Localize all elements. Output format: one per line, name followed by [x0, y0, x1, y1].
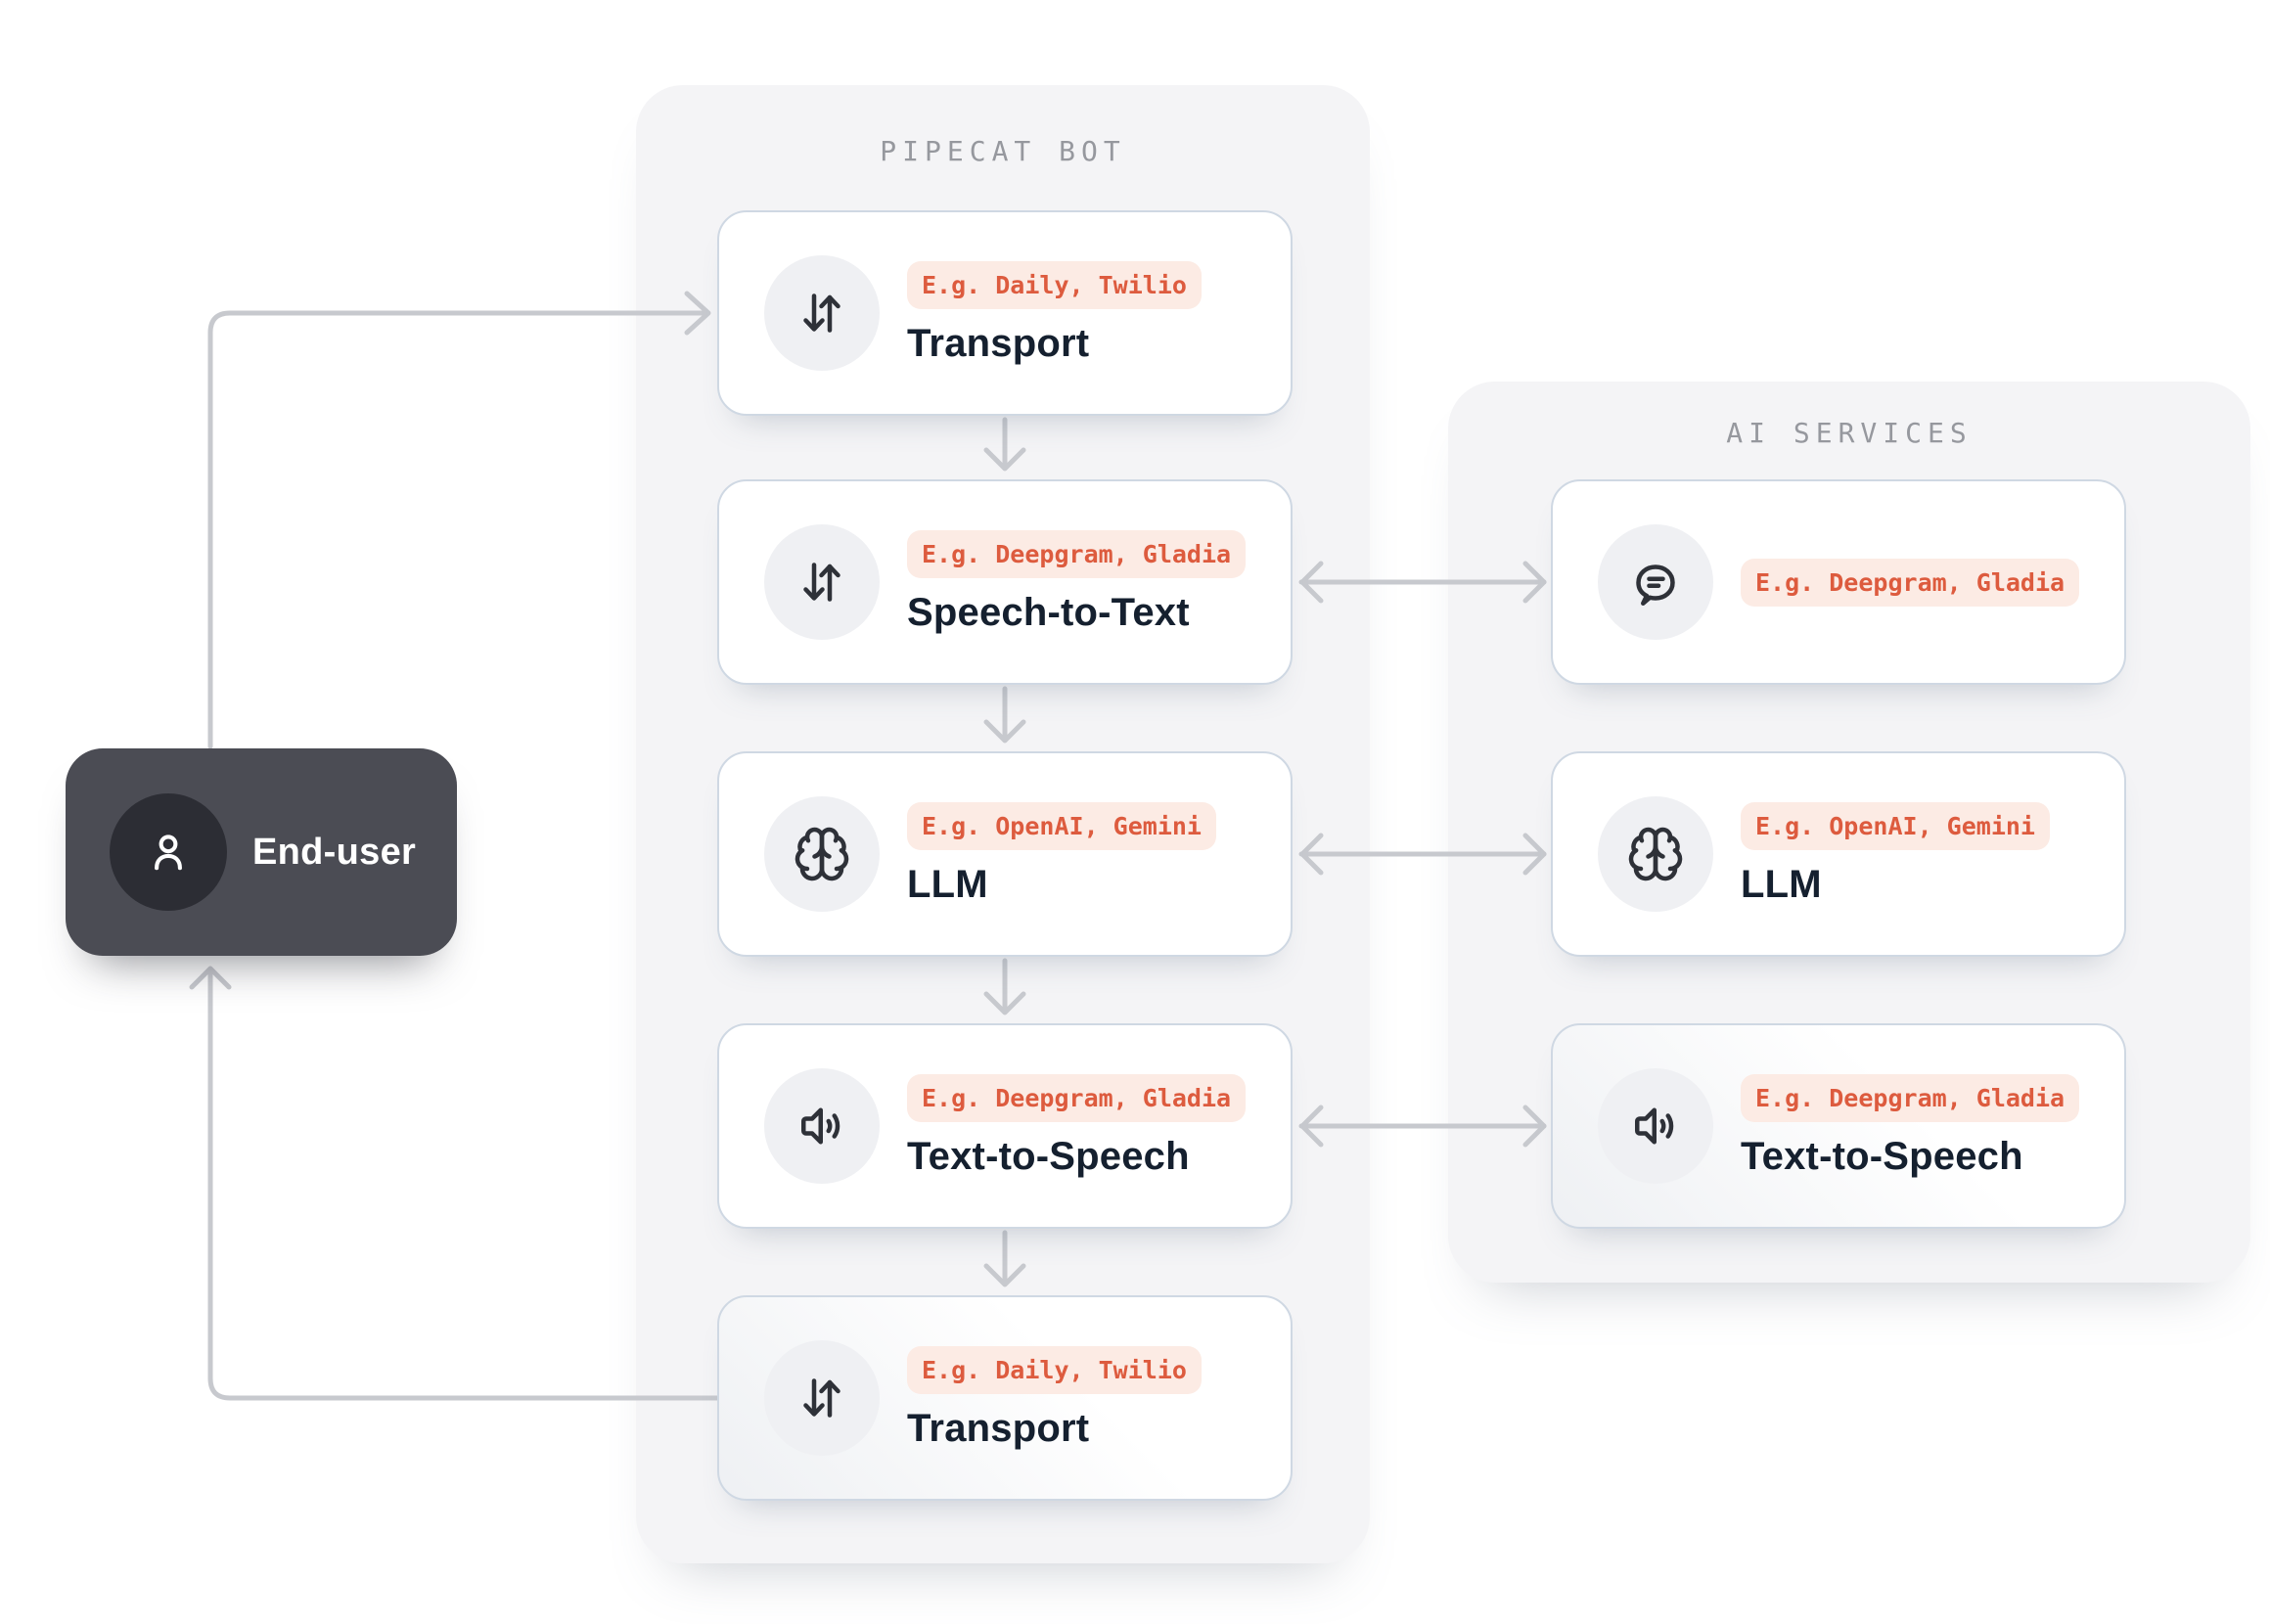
- ai-panel-title: AI SERVICES: [1726, 417, 1973, 449]
- card-title: LLM: [907, 862, 988, 906]
- card-title: Speech-to-Text: [907, 590, 1190, 634]
- brain-icon: [1598, 796, 1713, 912]
- speaker-icon: [764, 1068, 880, 1184]
- arrow-llm-to-service: [1298, 833, 1547, 876]
- end-user-label: End-user: [252, 831, 417, 873]
- arrow-enduser-to-transport: [207, 291, 711, 749]
- service-badge: E.g. OpenAI, Gemini: [1741, 801, 2050, 850]
- arrow-transport-to-enduser: [189, 966, 720, 1401]
- speaker-icon: [1598, 1068, 1713, 1184]
- card-speech-to-text: E.g. Deepgram, Gladia Speech-to-Text: [717, 479, 1293, 685]
- card-stt-service: E.g. Deepgram, Gladia: [1551, 479, 2126, 685]
- person-icon: [155, 835, 182, 871]
- service-badge: E.g. Deepgram, Gladia: [907, 1073, 1247, 1122]
- chat-bubble-icon: [1598, 524, 1713, 640]
- service-badge: E.g. Deepgram, Gladia: [907, 529, 1247, 578]
- arrow-tts-to-service: [1298, 1105, 1547, 1148]
- swap-vertical-icon: [764, 1340, 880, 1456]
- card-title: Text-to-Speech: [907, 1134, 1190, 1178]
- card-title: Transport: [907, 1406, 1090, 1450]
- service-badge: E.g. Daily, Twilio: [907, 1345, 1202, 1394]
- card-tts-service: E.g. Deepgram, Gladia Text-to-Speech: [1551, 1023, 2126, 1229]
- arrow-tts-to-transport: [983, 1230, 1026, 1287]
- service-badge: E.g. Deepgram, Gladia: [1741, 558, 2080, 607]
- card-title: Transport: [907, 321, 1090, 365]
- swap-vertical-icon: [764, 255, 880, 371]
- card-llm-service: E.g. OpenAI, Gemini LLM: [1551, 751, 2126, 957]
- arrow-llm-to-tts: [983, 958, 1026, 1015]
- arrow-stt-to-service: [1298, 561, 1547, 604]
- card-transport-bottom: E.g. Daily, Twilio Transport: [717, 1295, 1293, 1501]
- service-badge: E.g. Daily, Twilio: [907, 260, 1202, 309]
- service-badge: E.g. Deepgram, Gladia: [1741, 1073, 2080, 1122]
- arrow-stt-to-llm: [983, 686, 1026, 744]
- card-text-to-speech: E.g. Deepgram, Gladia Text-to-Speech: [717, 1023, 1293, 1229]
- service-badge: E.g. OpenAI, Gemini: [907, 801, 1216, 850]
- avatar: [110, 793, 227, 911]
- pipecat-panel-title: PIPECAT BOT: [880, 135, 1126, 167]
- card-transport-top: E.g. Daily, Twilio Transport: [717, 210, 1293, 416]
- card-llm: E.g. OpenAI, Gemini LLM: [717, 751, 1293, 957]
- card-title: Text-to-Speech: [1741, 1134, 2023, 1178]
- card-title: LLM: [1741, 862, 1822, 906]
- end-user-box: End-user: [66, 748, 457, 956]
- arrow-transport-to-stt: [983, 417, 1026, 472]
- brain-icon: [764, 796, 880, 912]
- swap-vertical-icon: [764, 524, 880, 640]
